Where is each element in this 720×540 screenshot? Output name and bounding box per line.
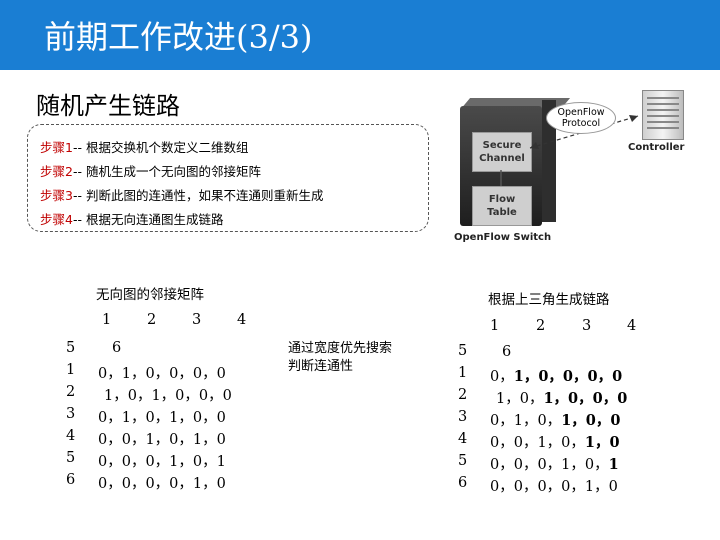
left-matrix-row: 0，1，0，0，0，0 — [98, 366, 226, 382]
right-matrix-row: 0，1，0，0，0，0 — [490, 368, 623, 385]
left-header-2: 2 — [147, 312, 157, 328]
step-4: 步骤4-- 根据无向连通图生成链路 — [40, 212, 224, 227]
section-title: 随机产生链路 — [36, 92, 180, 120]
step-3: 步骤3-- 判断此图的连通性，如果不连通则重新生成 — [40, 188, 324, 203]
right-matrix-row: 1，0，1，0，0，0 — [496, 390, 628, 407]
right-row-label: 1 — [458, 365, 468, 381]
left-matrix-row: 0，0，1，0，1，0 — [98, 432, 226, 448]
left-row-label: 6 — [66, 472, 76, 488]
right-matrix-row: 0，1，0，1，0，0 — [490, 412, 621, 429]
right-row-label: 2 — [458, 387, 468, 403]
left-row-label: 2 — [66, 384, 76, 400]
steps-box: 步骤1-- 根据交换机个数定义二维数组 步骤2-- 随机生成一个无向图的邻接矩阵… — [27, 124, 429, 232]
left-matrix-label: 无向图的邻接矩阵 — [96, 287, 204, 303]
left-header-4: 4 — [237, 312, 247, 328]
flow-table-box: Flow Table — [472, 186, 532, 226]
server-icon — [642, 90, 684, 140]
right-matrix-row: 0，0，0，1，0，1 — [490, 456, 619, 473]
right-matrix-row: 6 — [502, 344, 512, 360]
openflow-protocol-label: OpenFlow Protocol — [546, 102, 616, 134]
slide-title: 前期工作改进(3/3) — [44, 18, 313, 56]
right-row-label: 5 — [458, 453, 468, 469]
right-header-2: 2 — [536, 318, 546, 334]
left-header-3: 3 — [192, 312, 202, 328]
secure-channel-box: Secure Channel — [472, 132, 532, 172]
left-row-label: 5 — [66, 340, 76, 356]
right-row-label: 6 — [458, 475, 468, 491]
left-row-label: 3 — [66, 406, 76, 422]
left-row-label: 4 — [66, 428, 76, 444]
right-row-label: 4 — [458, 431, 468, 447]
left-matrix-row: 0，0，0，1，0，1 — [98, 454, 226, 470]
controller-label: Controller — [628, 142, 685, 153]
title-bar: 前期工作改进(3/3) — [0, 0, 720, 70]
bfs-note: 通过宽度优先搜索 判断连通性 — [288, 341, 393, 374]
right-matrix-row: 0，0，1，0，1，0 — [490, 434, 620, 451]
left-header-1: 1 — [102, 312, 112, 328]
right-row-label: 3 — [458, 409, 468, 425]
right-row-label: 5 — [458, 343, 468, 359]
left-matrix-row: 0，1，0，1，0，0 — [98, 410, 226, 426]
left-matrix-row: 1，0，1，0，0，0 — [104, 388, 232, 404]
right-header-1: 1 — [490, 318, 500, 334]
left-matrix-row: 6 — [112, 340, 122, 356]
left-row-label: 5 — [66, 450, 76, 466]
openflow-diagram: Secure Channel Flow Table OpenFlow Proto… — [446, 86, 706, 246]
switch-label: OpenFlow Switch — [454, 232, 552, 243]
right-header-4: 4 — [627, 318, 637, 334]
left-matrix-row: 0，0，0，0，1，0 — [98, 476, 226, 492]
left-row-label: 1 — [66, 362, 76, 378]
right-matrix-row: 0，0，0，0，1，0 — [490, 479, 618, 495]
step-2: 步骤2-- 随机生成一个无向图的邻接矩阵 — [40, 164, 261, 179]
right-header-3: 3 — [582, 318, 592, 334]
right-matrix-label: 根据上三角生成链路 — [488, 292, 610, 308]
step-1: 步骤1-- 根据交换机个数定义二维数组 — [40, 140, 249, 155]
